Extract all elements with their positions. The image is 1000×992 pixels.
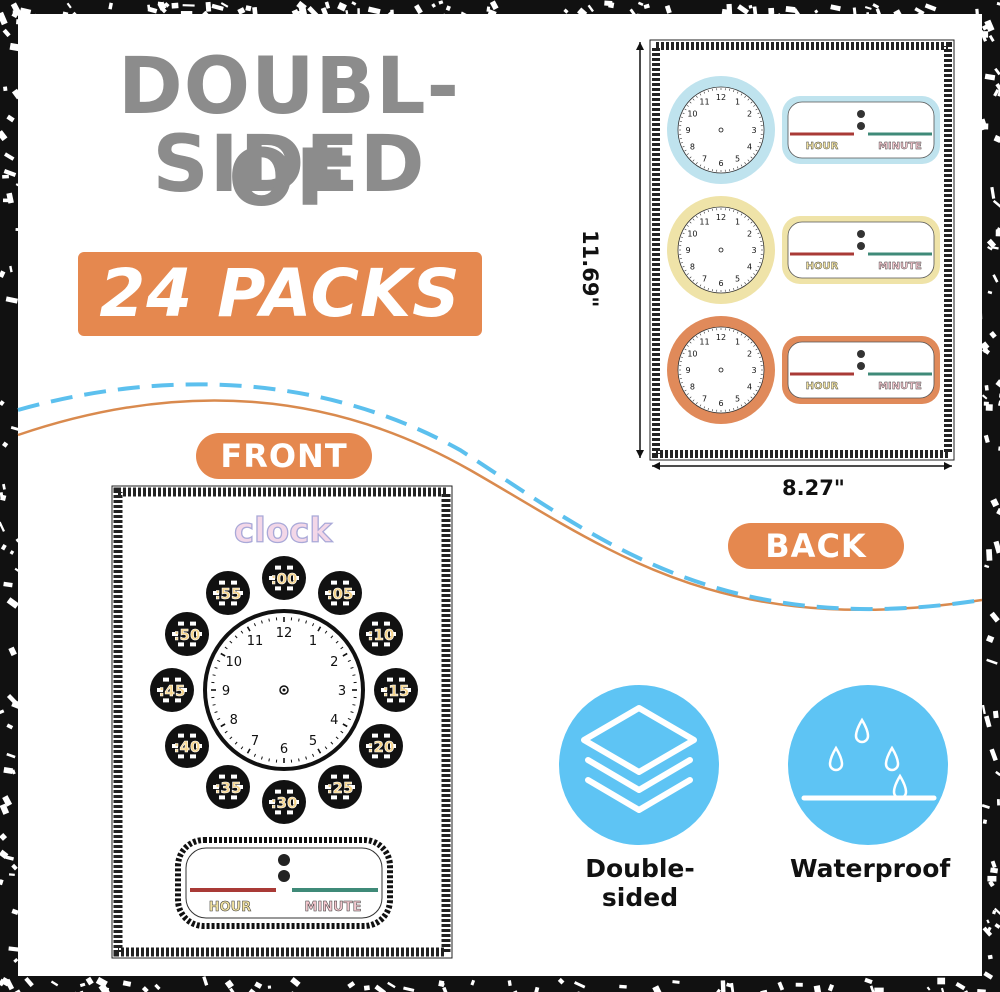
svg-text:9: 9 <box>685 126 690 135</box>
minute-mark-circle <box>165 724 210 768</box>
headline-line-1: DOUBL-SIDED <box>118 42 460 210</box>
layers-icon <box>559 685 719 845</box>
clock-hour-number: 5 <box>309 734 317 749</box>
svg-text:10: 10 <box>687 350 697 359</box>
clock-hour-number: 2 <box>330 655 338 670</box>
minute-mark-circle <box>358 612 403 656</box>
svg-text:3: 3 <box>751 126 756 135</box>
minute-mark-label: :00 <box>271 570 298 588</box>
svg-text:5: 5 <box>735 155 740 164</box>
svg-text:4: 4 <box>747 383 752 392</box>
svg-text:9: 9 <box>685 246 690 255</box>
svg-text:5: 5 <box>735 395 740 404</box>
svg-text:8: 8 <box>690 383 695 392</box>
minute-mark-circle <box>150 668 194 712</box>
svg-text:1: 1 <box>735 217 740 226</box>
svg-text:10: 10 <box>687 230 697 239</box>
svg-text:3: 3 <box>751 246 756 255</box>
minute-mark-circle <box>318 764 362 809</box>
svg-text:12: 12 <box>716 213 726 222</box>
clock-hour-number: 10 <box>225 655 242 670</box>
svg-text:11: 11 <box>699 337 709 346</box>
minute-mark-circle <box>374 668 418 712</box>
feature-label-waterproof: Waterproof <box>790 854 951 883</box>
svg-text:11: 11 <box>699 97 709 106</box>
svg-text:9: 9 <box>685 366 690 375</box>
svg-text:5: 5 <box>735 275 740 284</box>
minute-mark-circle <box>262 556 306 600</box>
clock-hour-number: 8 <box>230 713 238 728</box>
clock-hour-number: 11 <box>247 634 264 649</box>
svg-text:12: 12 <box>716 333 726 342</box>
minute-mark-label: :40 <box>174 738 201 756</box>
minute-mark-label: :30 <box>271 794 298 812</box>
minute-mark-label: :25 <box>327 779 354 797</box>
feature-label-double-sided: Double-sided <box>585 854 695 912</box>
svg-text:7: 7 <box>702 155 707 164</box>
back-minute-label: MINUTE <box>878 381 922 392</box>
svg-text:7: 7 <box>702 395 707 404</box>
headline-line-2: OF <box>228 134 350 224</box>
svg-text:12: 12 <box>716 93 726 102</box>
water-drops-icon <box>788 685 948 845</box>
svg-text:1: 1 <box>735 337 740 346</box>
svg-text:2: 2 <box>747 350 752 359</box>
svg-text:7: 7 <box>702 275 707 284</box>
back-hour-label: HOUR <box>806 141 839 152</box>
front-poster-title: clock <box>234 511 333 551</box>
svg-text:6: 6 <box>718 399 723 408</box>
minute-mark-circle <box>262 780 306 824</box>
svg-text:2: 2 <box>747 110 752 119</box>
svg-text:11: 11 <box>699 217 709 226</box>
width-dimension: 8.27" <box>782 476 845 500</box>
back-hour-label: HOUR <box>806 261 839 272</box>
front-label: FRONT <box>196 433 372 479</box>
clock-hour-number: 12 <box>276 626 293 641</box>
minute-mark-circle <box>206 571 250 616</box>
back-label: BACK <box>728 523 904 569</box>
svg-text:6: 6 <box>718 279 723 288</box>
svg-text:10: 10 <box>687 110 697 119</box>
minute-mark-label: :15 <box>383 682 410 700</box>
svg-text:1: 1 <box>735 97 740 106</box>
svg-text:6: 6 <box>718 159 723 168</box>
minute-mark-label: :55 <box>215 585 242 603</box>
minute-mark-circle <box>318 571 362 616</box>
back-minute-label: MINUTE <box>878 261 922 272</box>
minute-mark-circle <box>206 764 250 809</box>
minute-mark-label: :20 <box>368 738 395 756</box>
clock-hour-number: 3 <box>338 684 346 699</box>
clock-hour-number: 9 <box>222 684 230 699</box>
minute-mark-label: :50 <box>174 626 201 644</box>
clock-hour-number: 4 <box>330 713 338 728</box>
minute-mark-label: :10 <box>368 626 395 644</box>
clock-hour-number: 7 <box>251 734 259 749</box>
svg-text:4: 4 <box>747 143 752 152</box>
svg-text:2: 2 <box>747 230 752 239</box>
front-hour-label: HOUR <box>209 900 252 915</box>
svg-text:8: 8 <box>690 263 695 272</box>
packs-banner: 24 PACKS <box>78 252 482 336</box>
back-minute-label: MINUTE <box>878 141 922 152</box>
minute-mark-label: :45 <box>159 682 186 700</box>
minute-mark-circle <box>358 724 403 768</box>
front-minute-label: MINUTE <box>305 900 362 915</box>
minute-mark-circle <box>165 612 210 656</box>
clock-hour-number: 6 <box>280 742 288 757</box>
minute-mark-label: :35 <box>215 779 242 797</box>
svg-text:3: 3 <box>751 366 756 375</box>
minute-mark-label: :05 <box>327 585 354 603</box>
back-hour-label: HOUR <box>806 381 839 392</box>
svg-text:8: 8 <box>690 143 695 152</box>
svg-text:4: 4 <box>747 263 752 272</box>
clock-hour-number: 1 <box>309 634 317 649</box>
